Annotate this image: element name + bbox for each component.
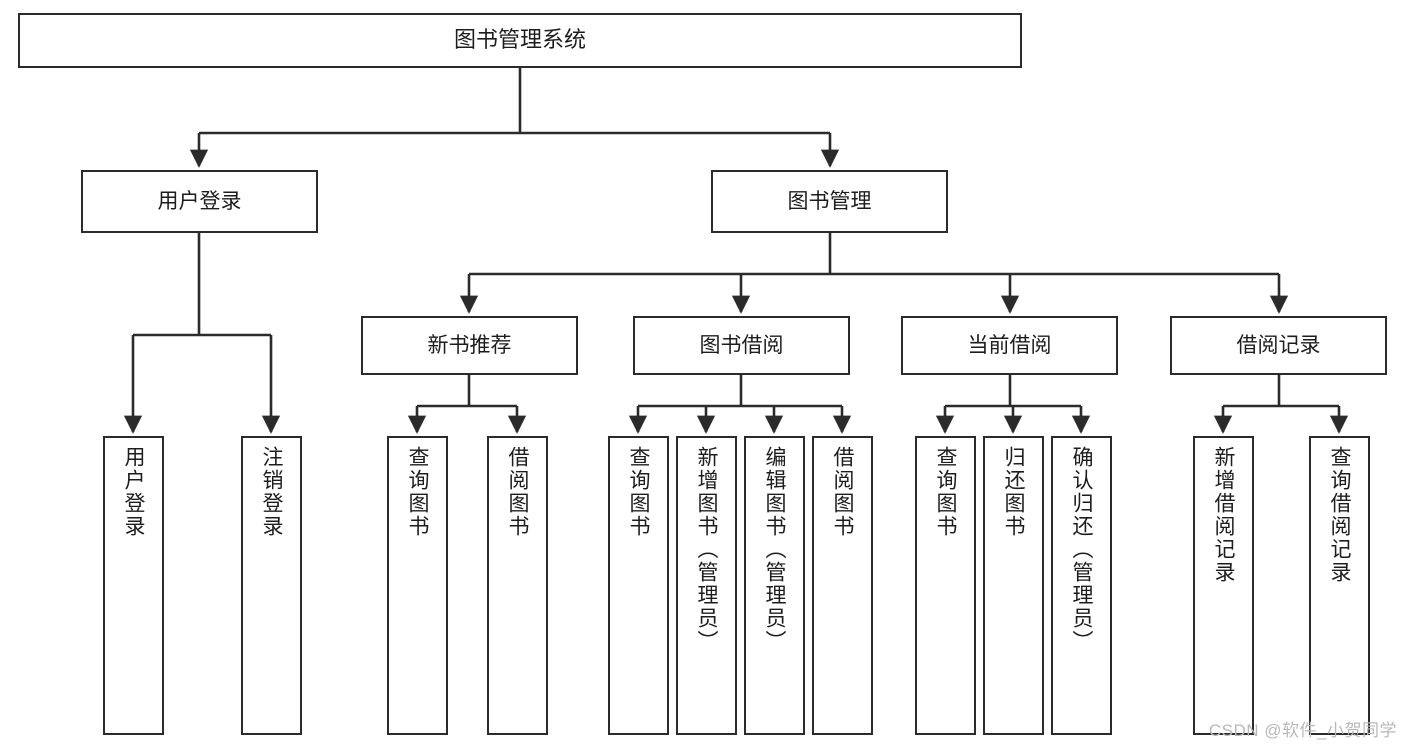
- node-label: 图书管理系统: [453, 27, 586, 53]
- node-label: 借阅图书: [506, 446, 529, 538]
- node-leaf-borrow-book-recommend[interactable]: 借阅图书: [487, 436, 548, 735]
- node-leaf-query-book-recommend[interactable]: 查询图书: [387, 436, 448, 735]
- node-label: 确认归还（管理员）: [1070, 446, 1093, 653]
- node-leaf-query-book-current[interactable]: 查询图书: [915, 436, 976, 735]
- node-leaf-user-login[interactable]: 用户登录: [103, 436, 164, 735]
- node-leaf-query-borrow-record[interactable]: 查询借阅记录: [1309, 436, 1370, 735]
- node-leaf-confirm-return-admin[interactable]: 确认归还（管理员）: [1051, 436, 1112, 735]
- node-user-login[interactable]: 用户登录: [81, 170, 318, 233]
- node-book-borrow[interactable]: 图书借阅: [633, 316, 850, 375]
- node-label: 归还图书: [1002, 446, 1025, 538]
- node-label: 当前借阅: [967, 333, 1052, 357]
- node-label: 用户登录: [122, 446, 145, 538]
- node-leaf-borrow-book[interactable]: 借阅图书: [812, 436, 873, 735]
- node-label: 注销登录: [260, 446, 283, 538]
- node-label: 查询图书: [934, 446, 957, 538]
- node-label: 图书借阅: [699, 333, 784, 357]
- node-label: 编辑图书（管理员）: [763, 446, 786, 653]
- node-label: 图书管理: [787, 189, 872, 213]
- node-book-management[interactable]: 图书管理: [711, 170, 948, 233]
- node-current-borrow[interactable]: 当前借阅: [901, 316, 1118, 375]
- node-borrow-records[interactable]: 借阅记录: [1170, 316, 1387, 375]
- node-leaf-logout[interactable]: 注销登录: [241, 436, 302, 735]
- node-label: 用户登录: [157, 189, 242, 213]
- node-leaf-return-book[interactable]: 归还图书: [983, 436, 1044, 735]
- node-label: 新书推荐: [427, 333, 512, 357]
- node-leaf-edit-book-admin[interactable]: 编辑图书（管理员）: [744, 436, 805, 735]
- node-new-book-recommend[interactable]: 新书推荐: [361, 316, 578, 375]
- node-leaf-add-book-admin[interactable]: 新增图书（管理员）: [676, 436, 737, 735]
- node-leaf-query-book-borrow[interactable]: 查询图书: [608, 436, 669, 735]
- csdn-watermark: CSDN @软件_小贺同学: [1208, 721, 1397, 740]
- node-label: 查询图书: [627, 446, 650, 538]
- node-label: 新增借阅记录: [1212, 446, 1235, 584]
- node-label: 查询图书: [406, 446, 429, 538]
- node-root-book-management-system[interactable]: 图书管理系统: [18, 13, 1022, 68]
- node-label: 借阅图书: [831, 446, 854, 538]
- node-leaf-add-borrow-record[interactable]: 新增借阅记录: [1193, 436, 1254, 735]
- node-label: 查询借阅记录: [1328, 446, 1351, 584]
- node-label: 借阅记录: [1236, 333, 1321, 357]
- node-label: 新增图书（管理员）: [695, 446, 718, 653]
